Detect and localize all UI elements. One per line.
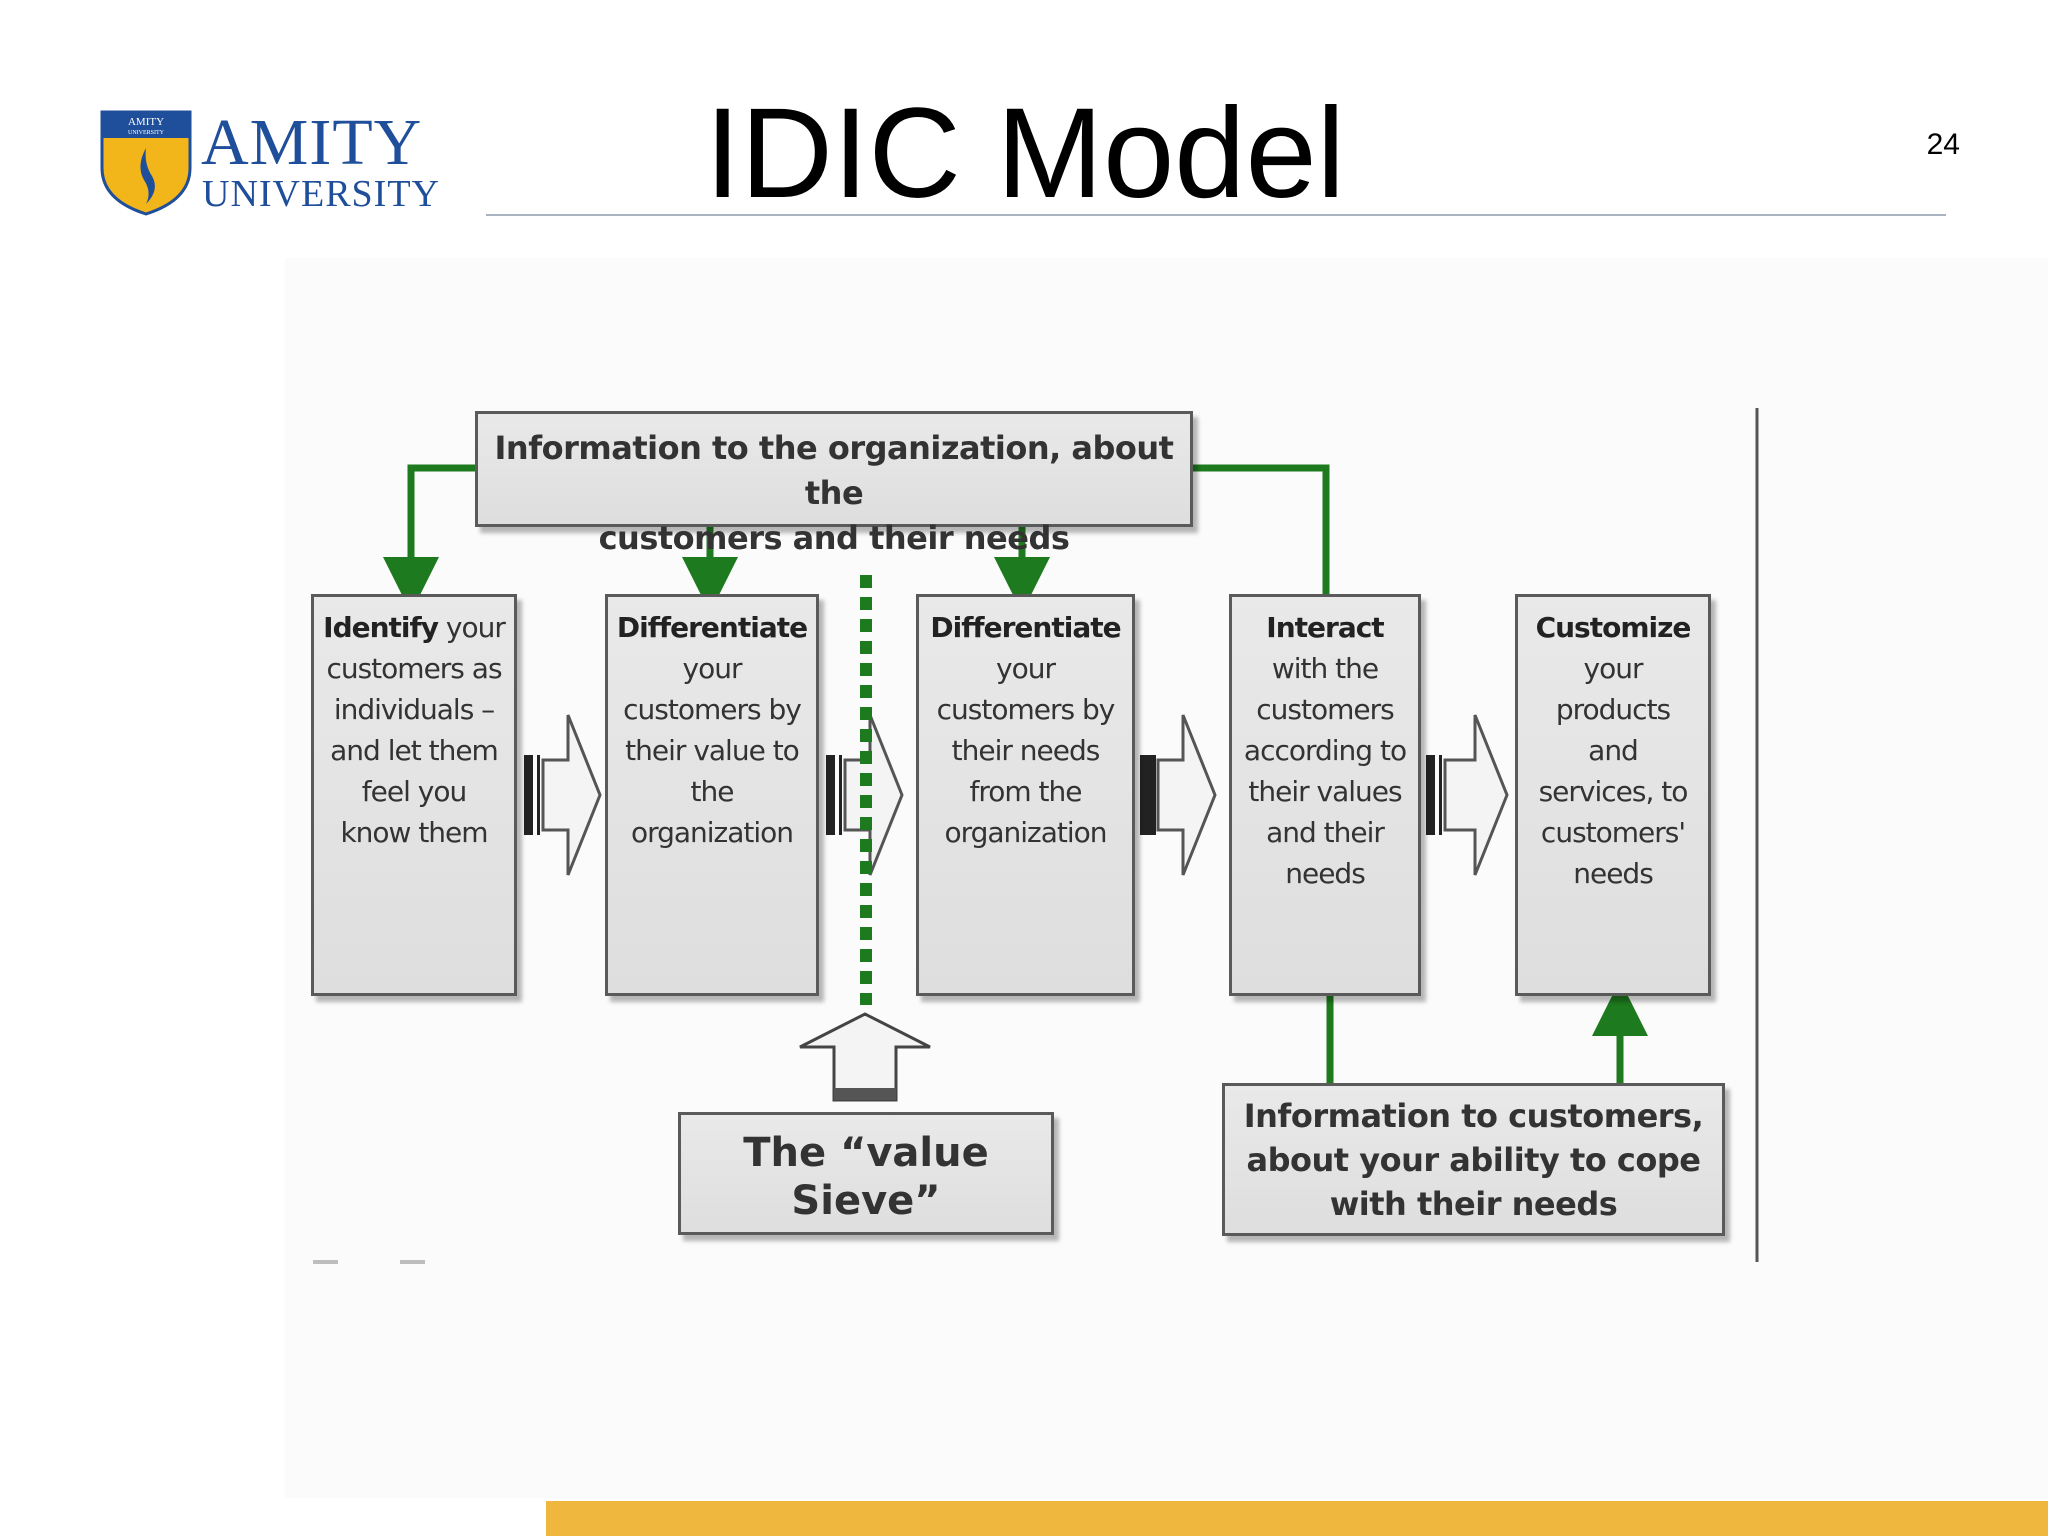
bottom-info-line-2: about your ability to cope [1246,1141,1701,1179]
title-divider [486,214,1946,216]
shield-subtext: UNIVERSITY [128,130,165,136]
sieve-up-arrow [799,1012,931,1102]
top-info-line-2: customers and their needs [598,519,1070,557]
step-3-line-2: customers by [936,693,1116,726]
step-2-keyword: Differentiate [616,611,808,644]
bottom-info-line-1: Information to customers, [1243,1097,1704,1135]
value-sieve-label: The “value Sieve” [743,1130,989,1224]
top-info-line-1: Information to the organization, about t… [494,429,1174,512]
step-1-line-6: know them [340,816,488,849]
step-box-differentiate-value: Differentiate your customers by their va… [605,594,819,996]
step-1-line-3: individuals – [333,693,495,726]
step-5-line-1: your [1583,652,1644,685]
step-5-line-6: needs [1573,857,1654,890]
logo-name: AMITY [201,106,423,179]
bottom-info-line-3: with their needs [1329,1185,1618,1223]
step-box-identify: Identify your customers as individuals –… [311,594,517,996]
step-4-line-2: customers [1256,693,1394,726]
step-4-keyword: Interact [1266,611,1384,644]
logo-subname: UNIVERSITY [202,173,440,215]
step-1-line-5: feel you [361,775,467,808]
step-box-customize: Customize your products and services, to… [1515,594,1711,996]
step-4-line-4: their values [1248,775,1402,808]
step-3-keyword: Differentiate [930,611,1121,644]
step-2-line-1: your [682,652,743,685]
flow-arrow-3 [1140,714,1217,876]
step-5-line-3: and [1588,734,1639,767]
step-4-line-6: needs [1285,857,1366,890]
step-5-line-5: customers' [1540,816,1686,849]
bottom-info-box: Information to customers, about your abi… [1222,1083,1725,1236]
step-2-line-3: their value to [625,734,800,767]
step-3-line-4: from the [969,775,1082,808]
step-3-line-3: their needs [951,734,1101,767]
step-3-line-5: organization [944,816,1107,849]
step-2-line-2: customers by [623,693,802,726]
feedback-lines [383,464,1648,1083]
footer-accent-bar [546,1501,2048,1536]
step-box-differentiate-needs: Differentiate your customers by their ne… [916,594,1135,996]
flow-arrow-1 [524,714,602,876]
step-1-line-1: your [437,611,506,644]
shield-icon: AMITY UNIVERSITY [100,110,192,216]
step-3-line-1: your [996,652,1056,685]
step-1-line-4: and let them [330,734,499,767]
step-5-keyword: Customize [1535,611,1692,644]
step-box-interact: Interact with the customers according to… [1229,594,1421,996]
step-4-line-5: and their [1266,816,1385,849]
flow-arrow-4 [1426,714,1509,876]
step-2-line-4: the [690,775,735,808]
step-1-line-2: customers as [326,652,502,685]
value-sieve-box: The “value Sieve” [678,1112,1054,1235]
slide-title: IDIC Model [704,82,1346,225]
step-5-line-2: products [1555,693,1671,726]
step-5-line-4: services, to [1538,775,1689,808]
step-4-line-3: according to [1243,734,1407,767]
slide-number: 24 [1926,128,1960,161]
step-2-line-5: organization [630,816,794,849]
step-4-line-1: with the [1271,652,1379,685]
shield-text: AMITY [128,116,164,128]
amity-logo: AMITY UNIVERSITY AMITY UNIVERSITY [96,108,446,218]
top-info-box: Information to the organization, about t… [475,411,1193,557]
step-1-keyword: Identify [323,611,439,644]
